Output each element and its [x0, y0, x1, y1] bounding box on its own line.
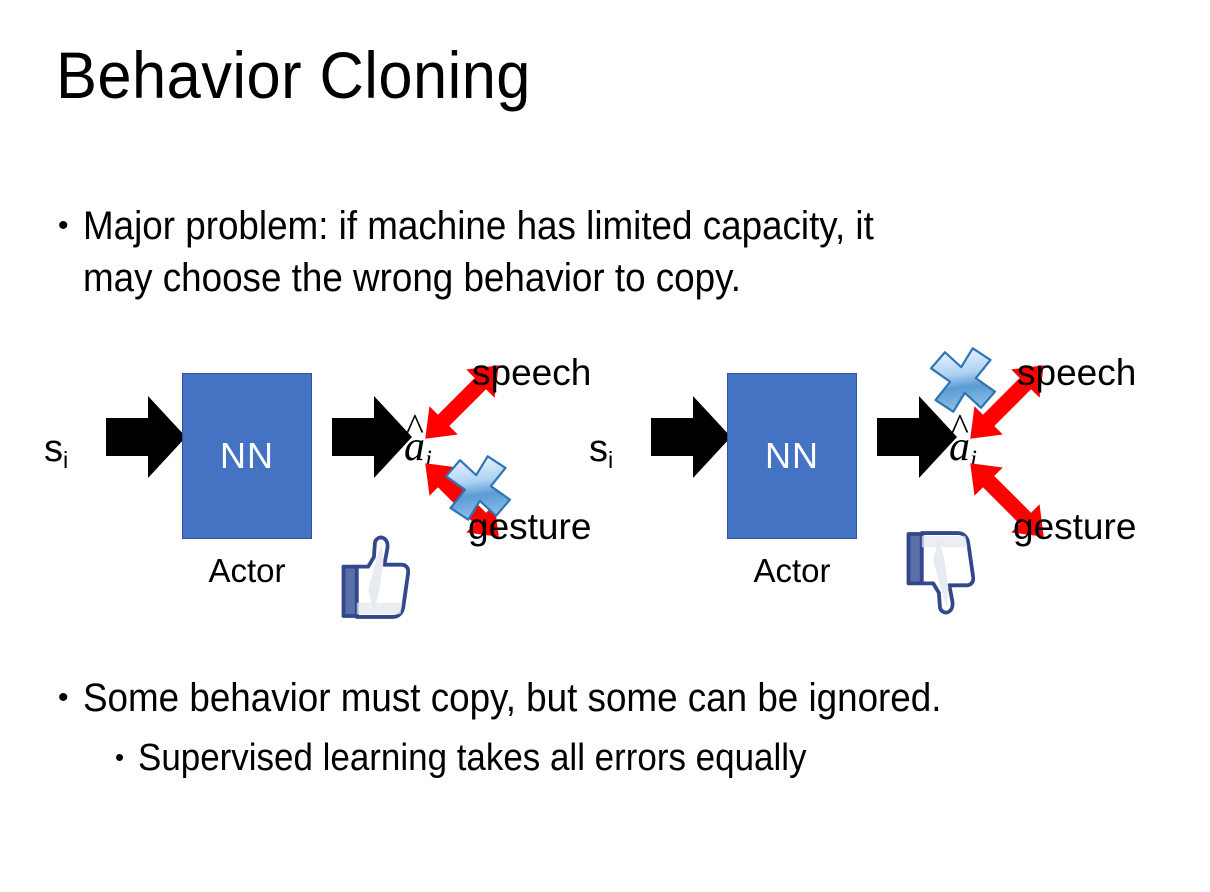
bullet-some-behavior: • Some behavior must copy, but some can … [58, 672, 1178, 724]
actor-caption-right: Actor [753, 552, 831, 589]
bullet-major-problem: • Major problem: if machine has limited … [58, 200, 1158, 304]
bullet-text: Supervised learning takes all errors equ… [138, 737, 807, 779]
nn-box-label: NN [220, 435, 274, 476]
input-arrow-left [106, 396, 186, 478]
nn-box-label: NN [765, 435, 819, 476]
thumbs-up-icon [341, 535, 410, 619]
actor-caption-left: Actor [208, 552, 286, 589]
action-output-label-left: ^ai [404, 407, 432, 474]
branch-arrow-speech-right [970, 365, 1044, 439]
diagram-unit-left: si NN Actor ^ai speech [10, 330, 591, 640]
bullet-text: Some behavior must copy, but some can be… [82, 676, 941, 720]
branch-label-speech-left: speech [472, 352, 592, 393]
state-input-label-left: si [44, 428, 69, 474]
branch-label-gesture-right: gesture [1013, 506, 1137, 547]
branch-arrow-speech-left [425, 365, 499, 439]
input-arrow-right [651, 396, 731, 478]
bullet-marker: • [58, 209, 69, 242]
state-input-label-right: si [589, 428, 614, 474]
slide-title: Behavior Cloning [56, 38, 531, 112]
bullet-supervised-learning: • Supervised learning takes all errors e… [115, 734, 1175, 783]
nn-box-right: NN [727, 373, 857, 539]
cross-out-icon-speech-right [929, 347, 997, 413]
diagram-unit-right: si NN Actor ^ai speech [555, 330, 1136, 640]
output-arrow-right [877, 396, 957, 478]
thumbs-down-icon [906, 531, 975, 615]
cross-out-icon-gesture-left [444, 455, 512, 521]
bullet-marker: • [58, 681, 69, 714]
bullet-text: Major problem: if machine has limited ca… [82, 204, 874, 300]
hat-accent-icon: ^ [951, 407, 969, 449]
hat-accent-icon: ^ [406, 407, 424, 449]
action-output-label-right: ^ai [949, 407, 977, 474]
nn-box-left: NN [182, 373, 312, 539]
bullet-marker: • [115, 742, 125, 772]
branch-label-speech-right: speech [1017, 352, 1137, 393]
output-arrow-left [332, 396, 412, 478]
behavior-cloning-diagram: si NN Actor ^ai speech [0, 330, 1210, 640]
branch-arrow-gesture-right [970, 463, 1044, 537]
branch-label-gesture-left: gesture [468, 506, 592, 547]
